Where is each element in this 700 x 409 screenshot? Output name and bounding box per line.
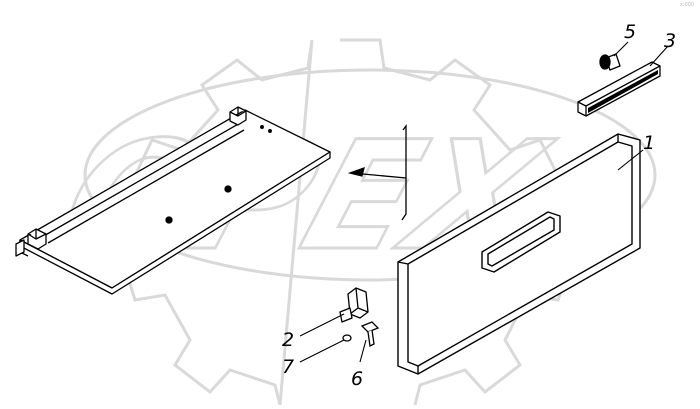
plate-hole [268,129,272,133]
leader-2 [299,313,345,337]
plate-tab [15,239,25,257]
screw-5-head [599,54,611,70]
leader-lines [299,41,669,363]
leader-1 [617,149,644,171]
assembly-indicator [347,124,407,221]
plate-slot-line [41,122,245,244]
plate-hole [260,125,264,129]
washer-7-ring [342,334,352,342]
callout-7: 7 [282,356,294,378]
cover-panel [397,133,641,375]
assembly-arrow-head [347,166,365,177]
plate-hole [165,216,173,224]
assembly-bracket [401,124,407,221]
callout-1: 1 [643,132,655,154]
bolt-6 [360,321,380,347]
latch-2-tab [339,307,353,323]
plate-clip-top [229,106,247,126]
leader-7 [299,339,345,363]
cover-handle-inner [487,216,555,267]
screw-5 [599,53,621,71]
cover-handle-recess [481,211,561,273]
corner-code: x:000 [679,2,694,8]
leader-5 [613,41,629,57]
trim-strip [577,61,661,117]
plate-clip-bottom [27,228,47,250]
cover-panel-edge [397,134,619,374]
leader-3 [649,45,669,67]
latch-2 [339,287,369,323]
washer-7 [342,334,352,342]
bolt-6-head [360,321,380,333]
trim-strip-edge [577,65,661,116]
callout-5: 5 [624,21,636,43]
watermark-ellipse [83,68,657,282]
callout-2: 2 [282,329,294,351]
callouts: 1 3 5 2 7 6 [282,21,676,390]
leader-6 [359,339,367,363]
mounting-plate [15,106,331,295]
callout-3: 3 [664,30,676,52]
callout-6: 6 [351,368,363,390]
trim-strip-shading [588,70,658,113]
plate-hole [224,185,232,193]
bolt-6-shank [367,329,375,347]
